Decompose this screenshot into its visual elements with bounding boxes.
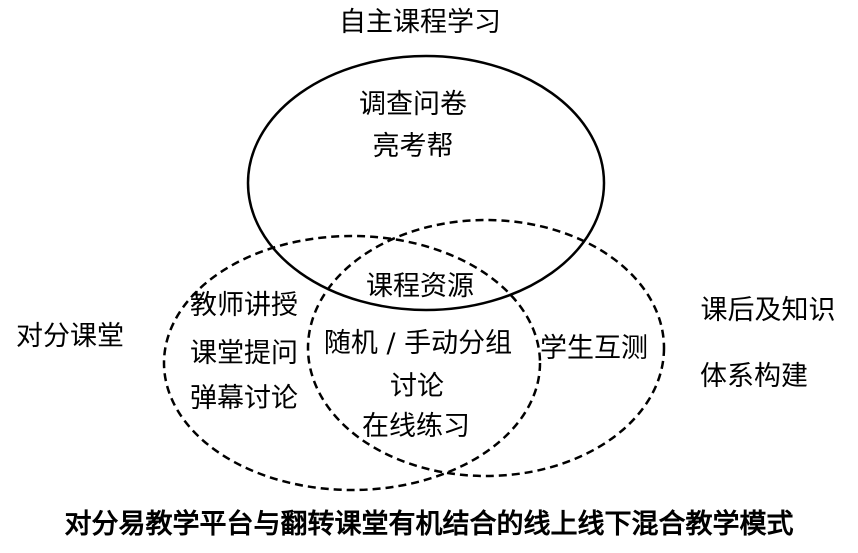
label-online-practice: 在线练习 (362, 411, 470, 442)
label-group-random-manual: 随机 / 手动分组 (323, 328, 513, 359)
title-flipped-classroom: 对分课堂 (16, 321, 124, 352)
title-autonomous-learning: 自主课程学习 (339, 7, 501, 38)
title-after-class-line2: 体系构建 (700, 361, 808, 392)
label-teacher-lecture: 教师讲授 (190, 290, 298, 321)
label-survey: 调查问卷 (359, 89, 467, 120)
label-liangkaobang: 亮考帮 (372, 131, 454, 162)
label-course-resources: 课程资源 (366, 271, 474, 302)
label-discussion: 讨论 (390, 371, 444, 402)
circle-flipped-classroom (162, 234, 542, 492)
label-danmaku-discussion: 弹幕讨论 (190, 383, 298, 414)
label-peer-assessment: 学生互测 (540, 333, 648, 364)
label-class-questions: 课堂提问 (190, 338, 298, 369)
circle-after-class (306, 218, 666, 478)
circle-autonomous-learning (246, 54, 606, 312)
title-after-class-line1: 课后及知识 (700, 295, 836, 326)
diagram-caption: 对分易教学平台与翻转课堂有机结合的线上线下混合教学模式 (64, 509, 794, 540)
